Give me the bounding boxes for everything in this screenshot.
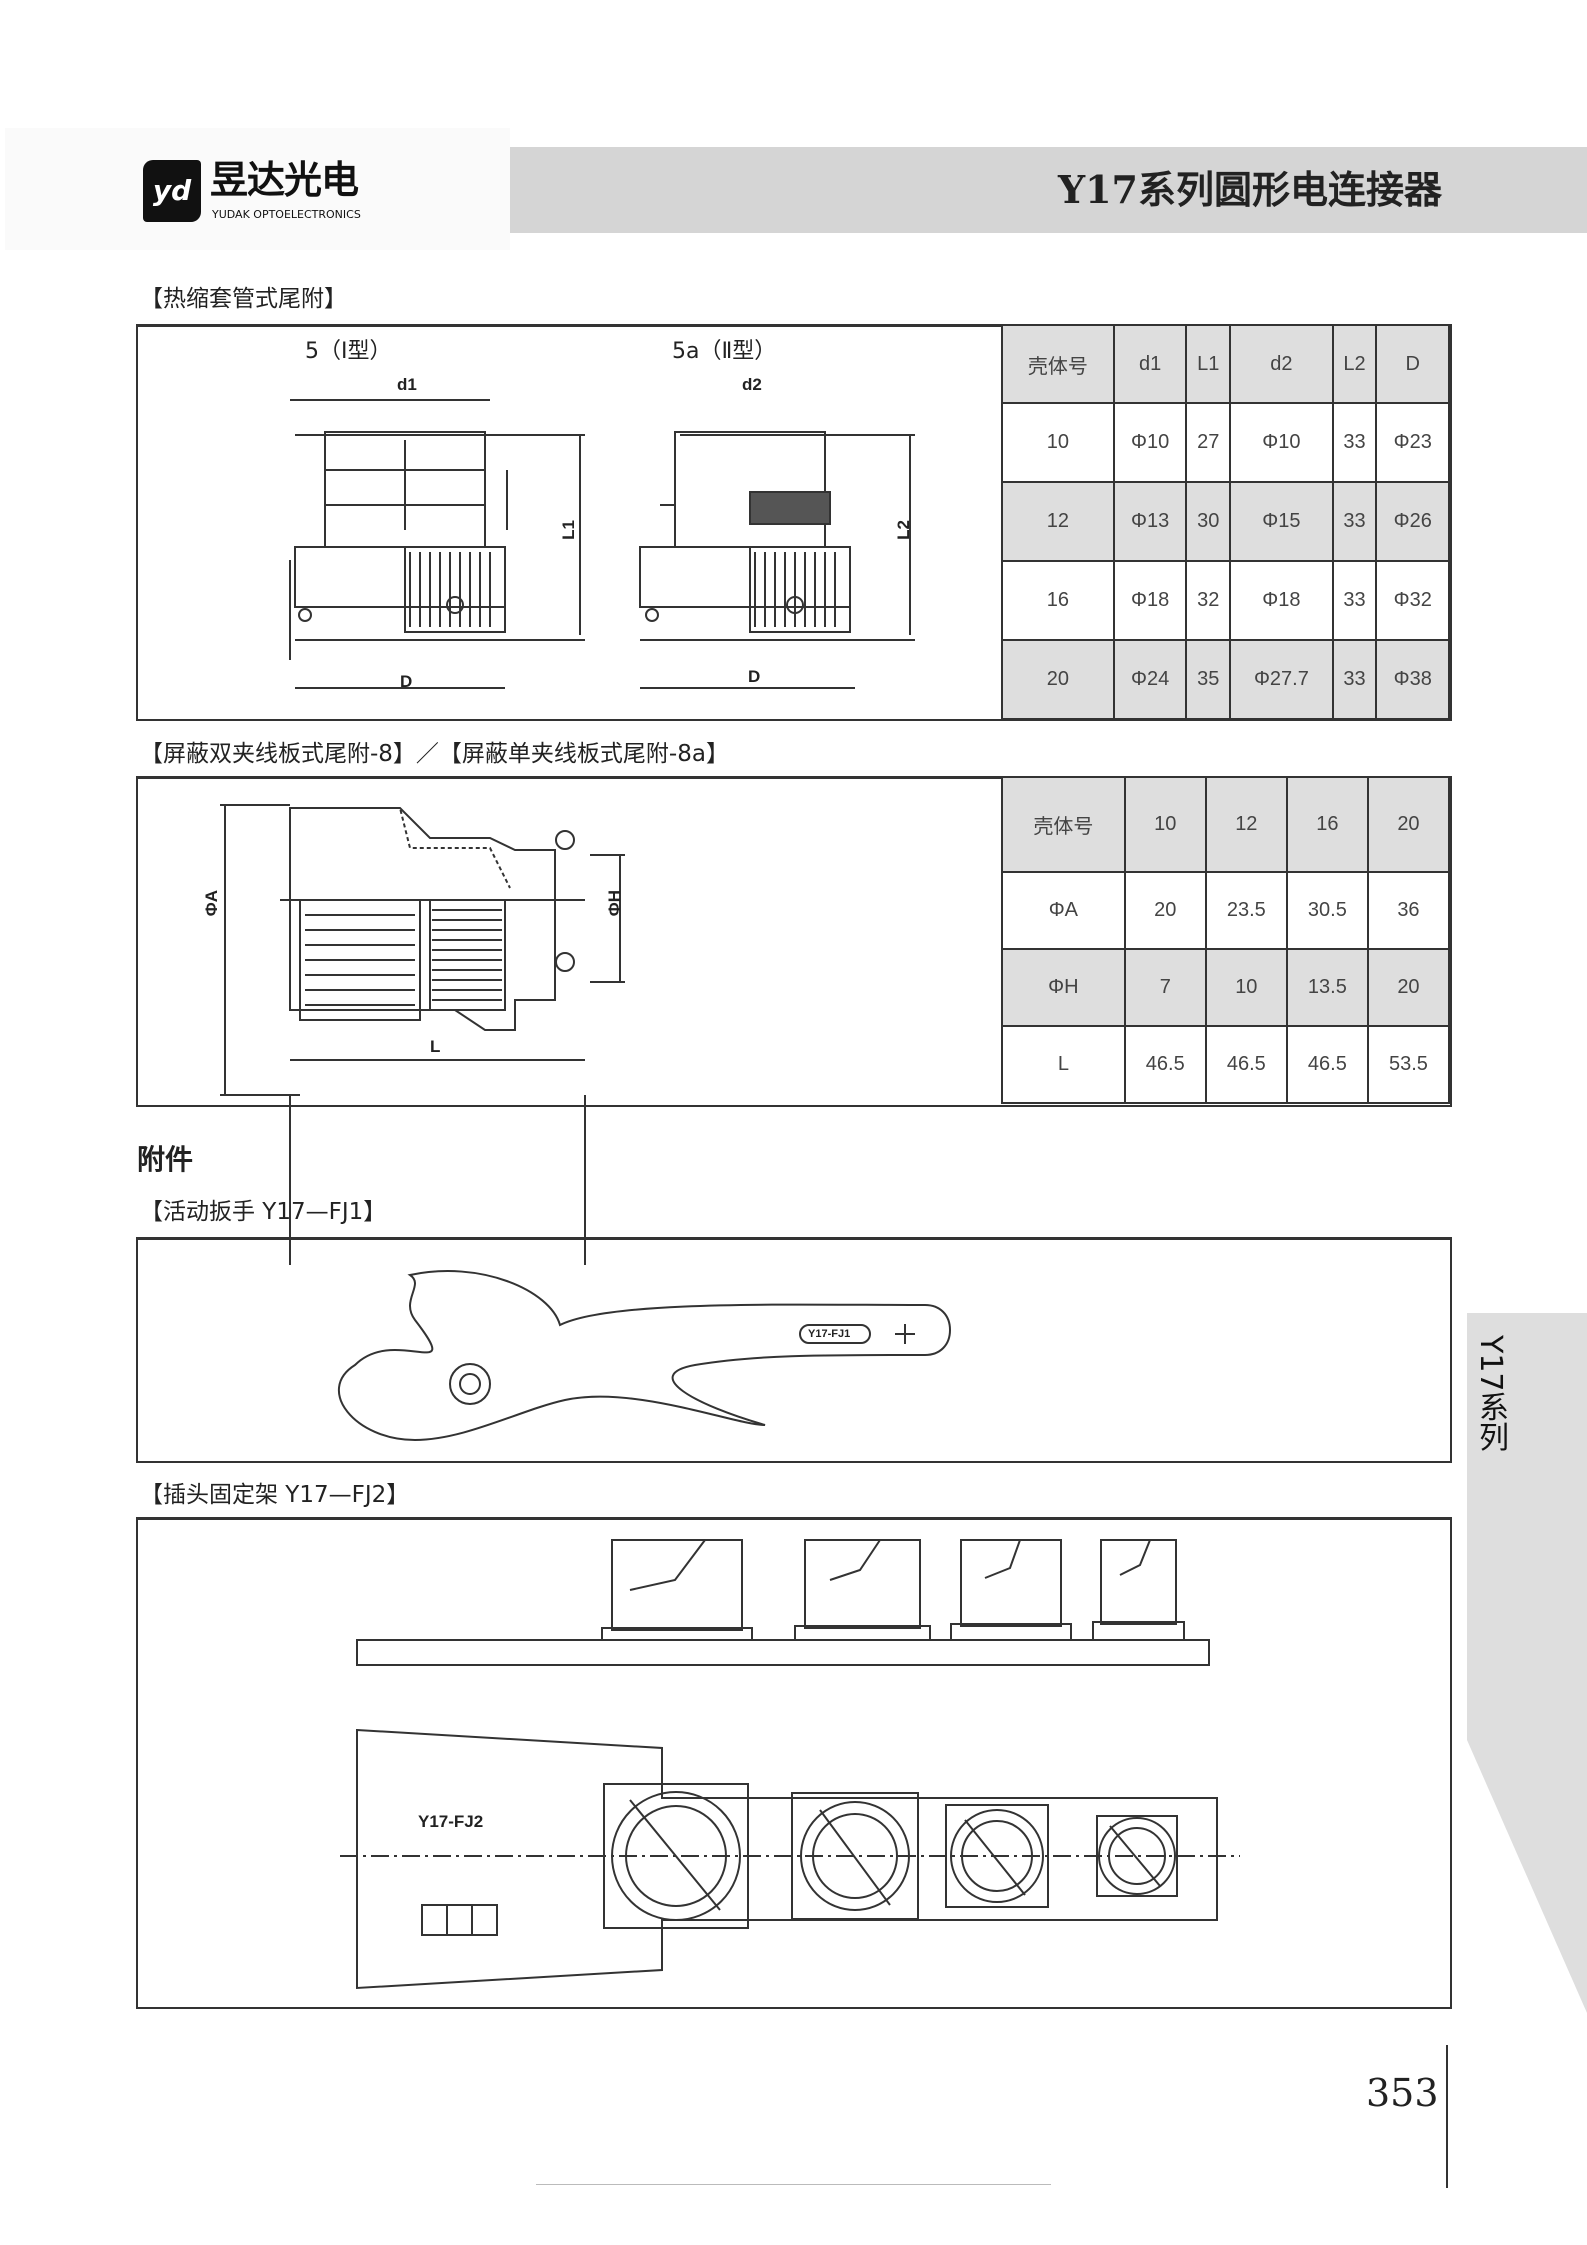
- cell: 12: [1204, 775, 1288, 874]
- cell: 20: [1366, 948, 1451, 1028]
- cell: Φ38: [1375, 639, 1450, 720]
- holder-drawing: [340, 1539, 1240, 1990]
- cell: 20: [1001, 639, 1115, 720]
- cell: Φ18: [1229, 560, 1334, 641]
- cell: 27: [1185, 402, 1232, 483]
- cell: 12: [1001, 481, 1115, 562]
- logo-mark-text: yd: [152, 173, 192, 207]
- section-title-wrench: 【活动扳手 Y17—FJ1】: [140, 1199, 387, 1225]
- header-cell: d2: [1229, 324, 1334, 404]
- side-tab-label: Y17系列: [1473, 1335, 1508, 1452]
- cell: 33: [1331, 639, 1378, 720]
- section-title-heat-shrink: 【热缩套管式尾附】: [140, 286, 347, 312]
- header-band: [510, 147, 1587, 233]
- cell: Φ24: [1112, 639, 1188, 720]
- cell: 36: [1366, 871, 1451, 951]
- page-title: Y17系列圆形电连接器: [1057, 167, 1442, 212]
- cell: 46.5: [1285, 1025, 1369, 1104]
- brand-name-en: YUDAK OPTOELECTRONICS: [212, 208, 361, 221]
- dim-H: ΦH: [605, 890, 624, 917]
- cell: ΦA: [1001, 871, 1126, 951]
- brand-name-cn: 昱达光电: [210, 158, 359, 202]
- connector-type1-drawing: [289, 399, 585, 689]
- dim-A: ΦA: [202, 890, 221, 917]
- type2-label: 5a（Ⅱ型）: [672, 339, 777, 364]
- footer-divider: [1446, 2045, 1448, 2188]
- dim-L2: L2: [894, 520, 913, 540]
- cell: 10: [1204, 948, 1288, 1028]
- wrench-model-label: Y17-FJ1: [808, 1328, 851, 1340]
- dim-L: L: [430, 1037, 441, 1056]
- shield-clamp-drawing: [220, 804, 625, 1265]
- cell: 13.5: [1285, 948, 1369, 1028]
- cell: 46.5: [1123, 1025, 1207, 1104]
- connector-type2-drawing: [639, 431, 915, 689]
- cell: 壳体号: [1001, 775, 1126, 874]
- cell: 16: [1001, 560, 1115, 641]
- cell: 20: [1366, 775, 1451, 874]
- dim-L1: L1: [559, 520, 578, 540]
- cell: Φ15: [1229, 481, 1334, 562]
- cell: 53.5: [1366, 1025, 1451, 1104]
- cell: Φ13: [1112, 481, 1188, 562]
- cell: 46.5: [1204, 1025, 1288, 1104]
- footer-rule: [536, 2184, 1051, 2185]
- dim-D-type2: D: [748, 667, 761, 686]
- dim-D-type1: D: [400, 672, 413, 691]
- cell: 35: [1185, 639, 1232, 720]
- dim-d1: d1: [397, 375, 417, 394]
- cell: 33: [1331, 402, 1378, 483]
- cell: Φ32: [1375, 560, 1450, 641]
- cell: 20: [1123, 871, 1207, 951]
- header-cell: d1: [1112, 324, 1188, 404]
- cell: 10: [1001, 402, 1115, 483]
- section-title-holder: 【插头固定架 Y17—FJ2】: [140, 1482, 410, 1508]
- header-cell: L2: [1331, 324, 1378, 404]
- cell: Φ27.7: [1229, 639, 1334, 720]
- header-cell: L1: [1185, 324, 1232, 404]
- cell: 23.5: [1204, 871, 1288, 951]
- cell: Φ23: [1375, 402, 1450, 483]
- logo-area: [5, 128, 510, 250]
- page-number: 353: [1366, 2071, 1439, 2115]
- cell: 7: [1123, 948, 1207, 1028]
- wrench-drawing: [337, 1270, 952, 1442]
- dim-d2: d2: [742, 375, 762, 394]
- header-cell: D: [1375, 324, 1450, 404]
- cell: Φ18: [1112, 560, 1188, 641]
- section-title-shield-clamp: 【屏蔽双夹线板式尾附-8】／【屏蔽单夹线板式尾附-8a】: [140, 741, 729, 767]
- cell: ΦH: [1001, 948, 1126, 1028]
- holder-box: [136, 1517, 1452, 2009]
- cell: L: [1001, 1025, 1126, 1104]
- cell: 32: [1185, 560, 1232, 641]
- cell: 30.5: [1285, 871, 1369, 951]
- cell: Φ10: [1229, 402, 1334, 483]
- cell: 33: [1331, 560, 1378, 641]
- wrench-box: [136, 1237, 1452, 1463]
- logo-icon: yd: [143, 160, 201, 222]
- cell: Φ10: [1112, 402, 1188, 483]
- table-header-row: 壳体号 d1 L1 d2 L2 D: [1001, 324, 1450, 404]
- cell: 33: [1331, 481, 1378, 562]
- accessories-heading: 附件: [137, 1143, 194, 1176]
- cell: Φ26: [1375, 481, 1450, 562]
- header-cell: 壳体号: [1001, 324, 1115, 404]
- type1-label: 5（Ⅰ型）: [305, 339, 392, 364]
- holder-model-label: Y17-FJ2: [418, 1812, 484, 1831]
- cell: 16: [1285, 775, 1369, 874]
- cell: 10: [1123, 775, 1207, 874]
- cell: 30: [1185, 481, 1232, 562]
